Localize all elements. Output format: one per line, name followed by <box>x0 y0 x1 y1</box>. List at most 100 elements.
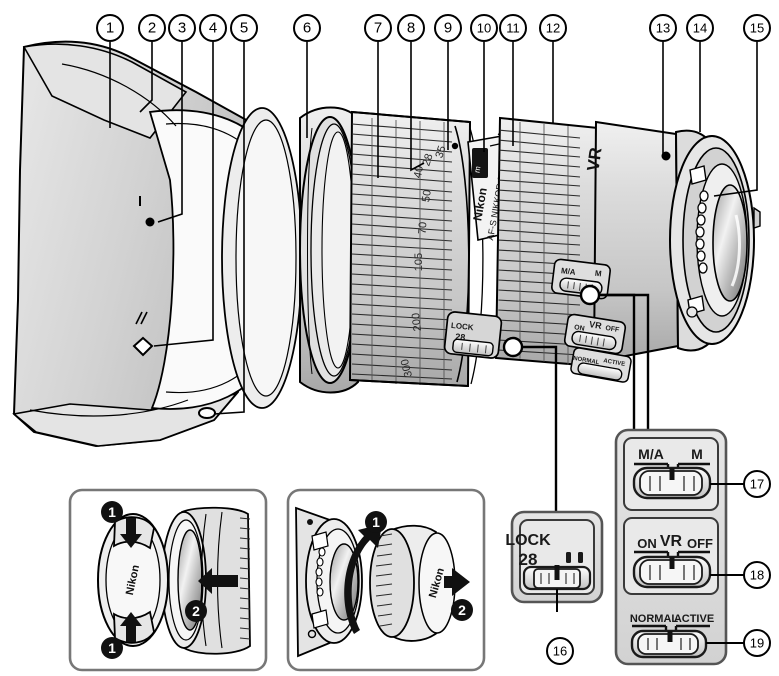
callout-6: 6 <box>293 14 321 42</box>
front-cap-step-1b-label: 1 <box>108 640 116 656</box>
cap-rotate-arrow-icon <box>344 524 382 634</box>
front-cap-inset: Nikon 1 1 2 <box>68 488 268 672</box>
barrel-lock-title: LOCK <box>451 321 475 332</box>
callout-11-label: 11 <box>506 21 520 36</box>
focus-mode-detail: M/A M <box>623 437 744 511</box>
switch-detail-panel: M/A M ON VR OFF <box>614 428 744 666</box>
callout-16: 16 <box>546 637 574 665</box>
callout-group-top: 1 2 3 4 5 6 7 <box>96 14 771 415</box>
callout-14-label: 14 <box>693 21 707 36</box>
rear-cap-step-2: 2 <box>451 599 473 621</box>
lock-detail-panel: LOCK 28 <box>505 510 604 612</box>
barrel-normal-label: NORMAL <box>573 356 600 367</box>
callout-3: 3 <box>168 14 196 42</box>
focal-mark-70: 70 <box>417 221 430 234</box>
cpu-contacts <box>695 190 709 274</box>
rear-cap-step-2-label: 2 <box>458 602 466 618</box>
lock-detail-value: 28 <box>519 550 538 569</box>
callout-8-label: 8 <box>407 20 415 37</box>
callout-8: 8 <box>397 14 425 42</box>
callout-14: 14 <box>686 14 714 42</box>
callout-17: 17 <box>743 470 771 498</box>
barrel-vr-mode-switch[interactable]: NORMAL ACTIVE <box>570 347 632 383</box>
front-cap-step-2-label: 2 <box>192 603 200 619</box>
hood-release-index <box>198 407 216 419</box>
callout-19-label: 19 <box>750 636 764 651</box>
lock-tick-2 <box>578 552 583 563</box>
barrel-vr-center-label: VR <box>589 319 603 331</box>
barrel-m-label: M <box>594 269 602 279</box>
callout-12: 12 <box>539 14 567 42</box>
callout-3-label: 3 <box>178 20 186 37</box>
distance-scale-window <box>472 148 488 178</box>
rear-cap-step-1: 1 <box>365 511 387 533</box>
lock-detail-anchor <box>502 336 524 358</box>
front-cap-step-1a-label: 1 <box>108 504 116 520</box>
callout-4-label: 4 <box>209 20 217 37</box>
pinch-arrow-down-icon <box>120 518 142 548</box>
callout-group-bottom: 16 17 18 19 <box>546 470 771 665</box>
rear-cap-knurl <box>375 533 393 627</box>
focal-mark-50: 50 <box>420 189 434 203</box>
lens-hood <box>12 40 303 448</box>
barrel-zoom-lock-switch[interactable]: LOCK 28 <box>443 311 503 359</box>
hood-alignment-diamond <box>132 311 154 357</box>
focal-mark-200: 200 <box>410 312 424 332</box>
zoom-ring-ribs <box>351 118 453 386</box>
focus-mode-right-label: M <box>691 446 703 462</box>
rear-cap-step-1-label: 1 <box>372 514 380 530</box>
switch-detail-anchor <box>579 284 601 306</box>
callout-markers-top: 1 2 3 4 5 6 7 <box>96 14 771 42</box>
barrel-lock-value: 28 <box>455 332 466 343</box>
barrel-vr-on-label: ON <box>574 324 585 333</box>
callout-10-label: 10 <box>477 21 491 36</box>
zoom-ring[interactable] <box>348 110 472 388</box>
rear-cap-inset: Nikon 1 2 <box>286 488 486 672</box>
callout-19: 19 <box>743 629 771 657</box>
vr-mode-left-label: NORMAL <box>630 613 679 625</box>
callout-11: 11 <box>499 14 527 42</box>
barrel-active-label: ACTIVE <box>603 358 626 368</box>
rear-cap-body: Nikon <box>369 524 456 642</box>
callout-7-label: 7 <box>374 20 382 37</box>
callout-7: 7 <box>364 14 392 42</box>
lock-tick-1 <box>566 552 571 563</box>
front-cap-inset-ribs <box>239 517 251 640</box>
callout-12-label: 12 <box>546 21 560 36</box>
detail-leader-lines <box>502 284 650 512</box>
barrel-ma-label: M/A <box>560 266 576 277</box>
vr-mode-detail-switch[interactable] <box>630 629 708 659</box>
focal-index-dot <box>451 142 459 150</box>
front-cap-body: Nikon <box>97 513 169 647</box>
callout-18-label: 18 <box>750 568 764 583</box>
callout-18: 18 <box>743 561 771 589</box>
front-cap-step-1a: 1 <box>101 501 123 523</box>
callout-1: 1 <box>96 14 124 42</box>
front-ring <box>299 106 361 394</box>
lock-detail-switch[interactable] <box>522 565 592 591</box>
callout-4: 4 <box>199 14 227 42</box>
vr-on-label: ON <box>637 536 657 551</box>
focus-mode-detail-switch[interactable] <box>632 466 712 500</box>
distance-unit-m: m <box>473 165 483 173</box>
callout-10: 10 <box>470 14 498 42</box>
focal-mark-35: 28 <box>420 152 435 167</box>
focus-mode-left-label: M/A <box>638 446 664 462</box>
callout-1-label: 1 <box>106 20 114 37</box>
focal-mark-300: 300 <box>399 358 415 379</box>
vr-detail: ON VR OFF <box>623 517 744 595</box>
focus-ring[interactable] <box>494 116 600 368</box>
front-cap-step-1b: 1 <box>101 637 123 659</box>
callout-5-label: 5 <box>240 20 248 37</box>
vr-detail-switch[interactable] <box>632 555 712 589</box>
cap-remove-arrow-icon <box>444 568 470 596</box>
pinch-arrow-up-icon <box>120 612 142 642</box>
callout-16-label: 16 <box>553 644 567 659</box>
rear-element <box>712 184 748 302</box>
focal-mark-105: 105 <box>413 253 425 271</box>
vr-mode-right-label: ACTIVE <box>674 613 714 625</box>
lens-barrel: 35 28 40 50 70 105 200 300 m Nikon AF-S … <box>299 106 761 394</box>
rear-cap-inset-contacts <box>315 547 326 597</box>
